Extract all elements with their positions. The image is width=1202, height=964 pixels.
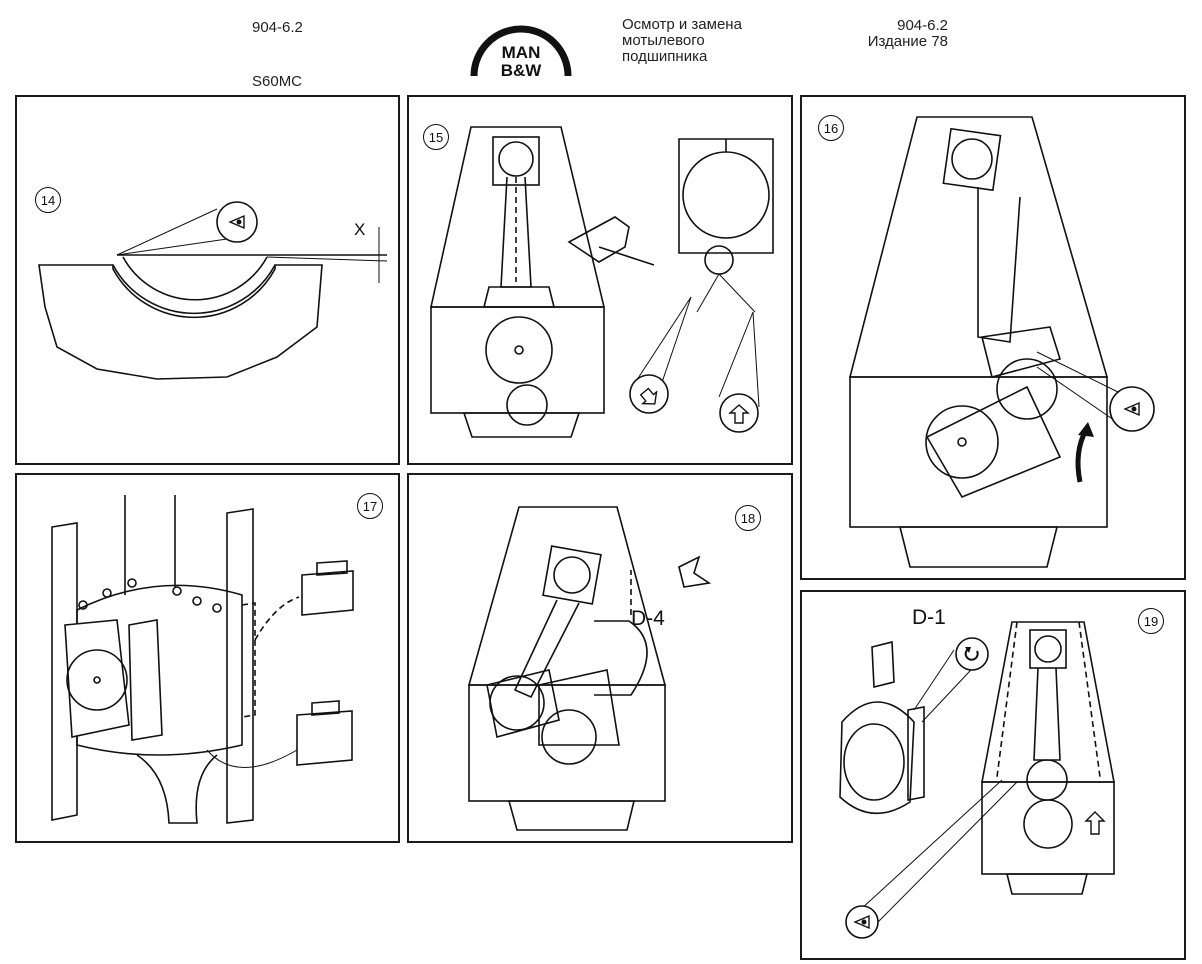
arrow-up-icon [1084,810,1106,836]
figure-14-number: 14 [35,187,61,213]
title-line-1: Осмотр и замена [622,16,742,33]
figure-19-panel: 19 D-1 [800,590,1186,960]
figure-18-number: 18 [735,505,761,531]
eye-icon [1122,399,1142,419]
figure-19-label-d1: D-1 [912,606,946,629]
figure-14-panel: 14 X [15,95,400,465]
figure-17-number: 17 [357,493,383,519]
title-line-3: подшипника [622,48,708,65]
logo-text-man: MAN [502,43,541,62]
title-line-2: мотылевого [622,32,705,49]
document-title: Осмотр и замена мотылевого подшипника [622,17,742,65]
figure-15-panel: 15 [407,95,793,465]
man-bw-logo: MAN B&W [466,18,576,80]
rotate-icon [962,644,982,664]
figure-19-drawing [839,621,1115,939]
figure-17-panel: 17 [15,473,400,843]
engine-model: S60MC [252,73,303,90]
arrow-down-icon [638,386,660,408]
figure-15-number: 15 [423,124,449,150]
figure-16-panel: 16 [800,95,1186,580]
doc-code-right: 904-6.2 [897,17,948,34]
figure-18-panel: 18 D-4 [407,473,793,843]
doc-code-left: 904-6.2 [252,19,303,36]
figure-14-label-x: X [354,220,366,239]
figure-18-drawing [467,506,712,831]
arrow-up-icon [728,403,750,425]
logo-text-bw: B&W [501,61,543,80]
figure-18-label-d4: D-4 [631,607,665,630]
figure-17-drawing [51,495,354,824]
eye-icon [852,912,872,932]
edition-label: Издание 78 [867,33,948,50]
doc-info-right: 904-6.2 Издание 78 [858,18,948,50]
figure-14-drawing [38,201,388,380]
figure-16-drawing [848,116,1155,568]
eye-icon [227,212,247,232]
figure-16-number: 16 [818,115,844,141]
figure-19-number: 19 [1138,608,1164,634]
